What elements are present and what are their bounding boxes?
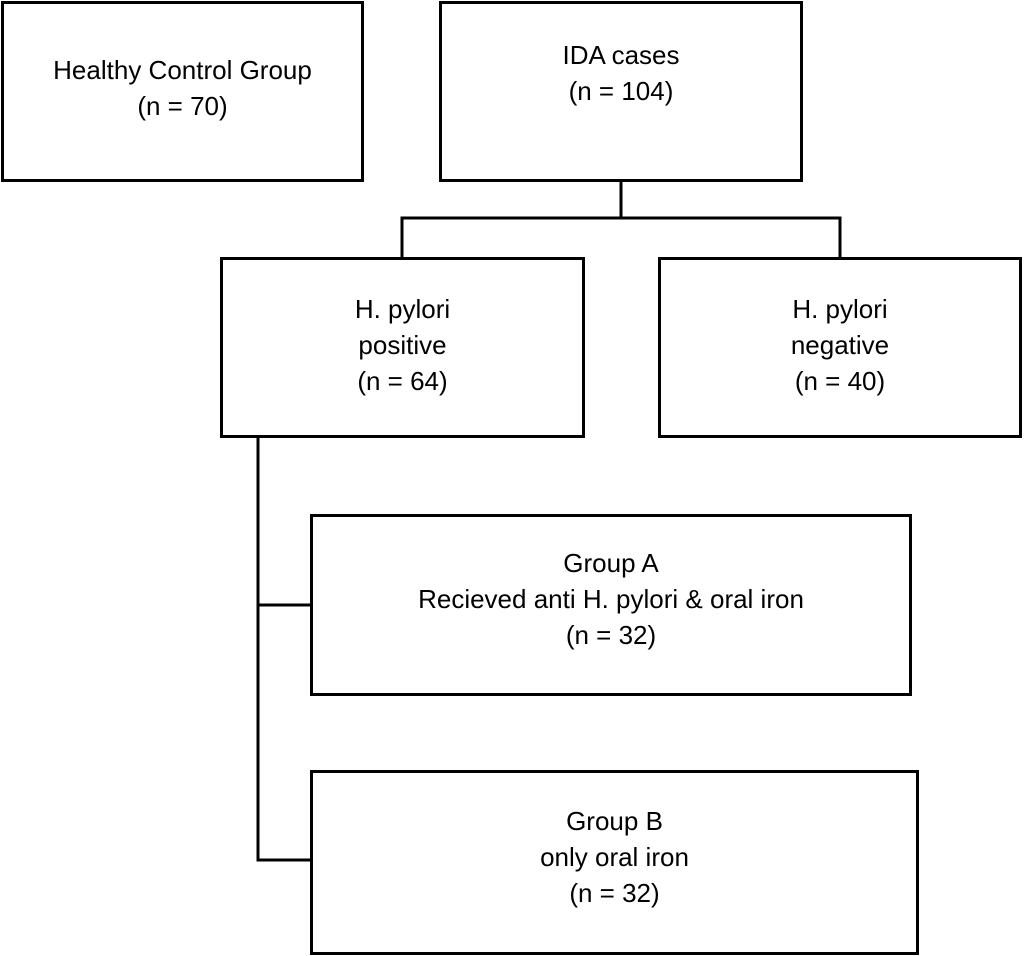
hp-positive-count: (n = 64)	[357, 365, 448, 396]
group-b-box: Group B only oral iron (n = 32)	[310, 770, 919, 955]
hp-positive-box: H. pylori positive (n = 64)	[220, 257, 585, 438]
ida-cases-box: IDA cases (n = 104)	[439, 1, 803, 182]
healthy-control-count: (n = 70)	[137, 90, 228, 121]
group-a-count: (n = 32)	[565, 620, 657, 650]
group-b-description: only oral iron	[540, 841, 689, 872]
hp-negative-box: H. pylori negative (n = 40)	[658, 257, 1022, 438]
ida-cases-title: IDA cases	[562, 39, 680, 70]
healthy-control-title: Healthy Control Group	[53, 54, 312, 85]
group-a-box: Group A Recieved anti H. pylori & oral i…	[310, 514, 912, 696]
group-b-title: Group B	[566, 805, 663, 836]
group-b-count: (n = 32)	[569, 877, 660, 908]
group-a-description: Recieved anti H. pylori & oral iron	[418, 584, 804, 614]
hp-negative-line2: negative	[790, 329, 890, 360]
hp-negative-count: (n = 40)	[794, 365, 886, 396]
healthy-control-box: Healthy Control Group (n = 70)	[1, 1, 364, 182]
ida-cases-count: (n = 104)	[568, 75, 674, 106]
hp-positive-line1: H. pylori	[354, 293, 451, 324]
group-a-title: Group A	[563, 548, 659, 578]
hp-negative-line1: H. pylori	[792, 293, 888, 324]
hp-positive-line2: positive	[358, 329, 447, 360]
